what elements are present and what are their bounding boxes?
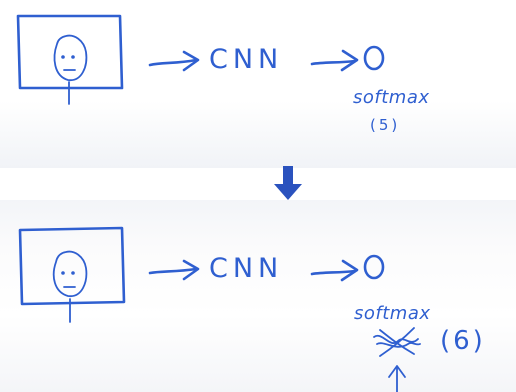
top-cnn-label: CNN <box>209 44 284 75</box>
bottom-softmax-label: softmax <box>354 303 431 324</box>
bottom-face-photo-icon <box>18 226 126 323</box>
top-input-arrow-icon <box>148 50 200 72</box>
bottom-output-arrow-icon <box>310 259 359 282</box>
bottom-output-node-icon <box>363 254 385 280</box>
top-output-arrow-icon <box>310 49 359 72</box>
bottom-cnn-label: CNN <box>209 253 284 284</box>
down-arrow-icon <box>274 166 302 200</box>
crossed-out-icon <box>373 327 421 357</box>
top-softmax-label: softmax <box>353 87 430 108</box>
top-panel-background <box>0 0 516 168</box>
top-output-count: (5) <box>370 116 401 134</box>
bottom-input-arrow-icon <box>148 259 200 281</box>
top-face-photo-icon <box>16 14 124 105</box>
top-output-node-icon <box>363 45 385 71</box>
up-arrow-icon <box>388 365 406 392</box>
bottom-panel-background <box>0 200 516 392</box>
bottom-output-count: (6) <box>440 326 486 356</box>
